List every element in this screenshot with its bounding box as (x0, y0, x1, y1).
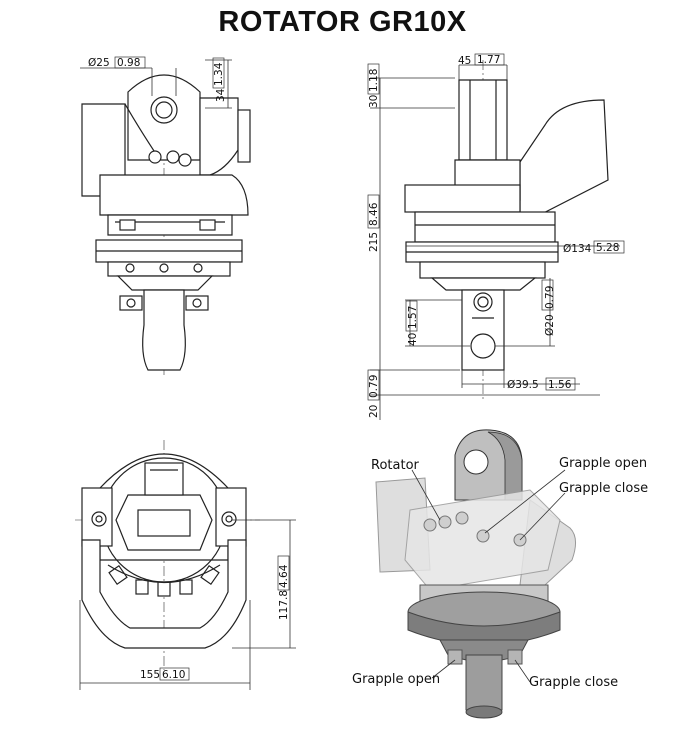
label-grapple-open-bottom: Grapple open (352, 672, 440, 687)
bottom-height-inch: 0.79 (368, 375, 380, 398)
shaft-dia-inch: 1.56 (548, 379, 572, 391)
bottom-height-text: 20 (368, 405, 380, 418)
top-height-inch: 1.34 (213, 62, 225, 86)
bottom-view-width-text: 155 (140, 669, 160, 681)
top-offset-inch: 1.18 (368, 69, 380, 92)
label-rotator: Rotator (371, 458, 420, 473)
bottom-view-width-inch: 6.10 (162, 669, 185, 681)
top-height-text: 34 (215, 88, 227, 102)
front-view: Ø25 0.98 34 1.34 (80, 56, 251, 375)
bottom-view-height-text: 117.8 (278, 590, 290, 620)
label-grapple-close-bottom: Grapple close (529, 675, 618, 690)
body-height-inch: 8.46 (368, 202, 380, 226)
flange-dia-inch: 5.28 (596, 242, 619, 254)
side-view: 45 1.77 30 1.18 215 8.46 Ø134 5.28 40 1.… (367, 53, 625, 420)
top-pin-dia-text: Ø25 (88, 57, 110, 69)
shaft-offset-inch: 1.57 (407, 306, 419, 329)
bottom-view: 117.8 4.64 155 6.10 (75, 440, 296, 690)
flange-dia-text: Ø134 (563, 243, 592, 255)
top-pin-dia-inch: 0.98 (117, 57, 140, 69)
body-height-text: 215 (368, 232, 380, 252)
drawing-title: ROTATOR GR10X (218, 6, 467, 38)
shaft-offset-text: 40 (407, 333, 419, 346)
shaft-dia-text: Ø39.5 (507, 379, 539, 391)
label-grapple-open-top: Grapple open (559, 456, 647, 471)
lug-width-text: 45 (458, 55, 471, 67)
bottom-view-height-inch: 4.64 (278, 564, 290, 588)
label-grapple-close-top: Grapple close (559, 481, 648, 496)
lug-width-inch: 1.77 (477, 54, 500, 66)
bottom-hole-dia-text: Ø20 (544, 314, 556, 336)
bottom-hole-dia-inch: 0.79 (544, 286, 556, 309)
top-offset-text: 30 (368, 95, 380, 108)
isometric-view: Rotator Grapple open Grapple close Grapp… (352, 429, 648, 719)
